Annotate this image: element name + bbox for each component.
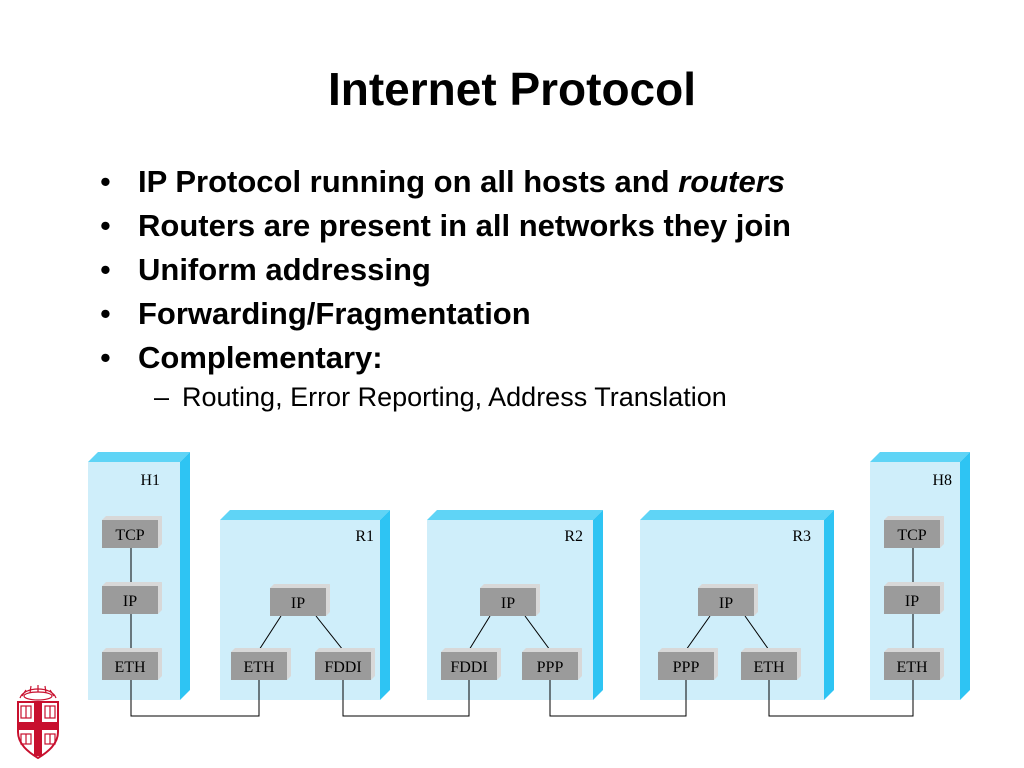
bullet-item: Routers are present in all networks they… — [100, 204, 1000, 248]
protocol-label: IP — [291, 595, 305, 612]
protocol-box-h1-eth: ETH — [102, 648, 162, 680]
protocol-box-h8-ip: IP — [884, 582, 944, 614]
bullet-item: Complementary: — [100, 336, 1000, 380]
protocol-label: IP — [905, 593, 919, 610]
sub-bullet-item: Routing, Error Reporting, Address Transl… — [100, 380, 1000, 414]
protocol-label: IP — [123, 593, 137, 610]
node-label-r1: R1 — [355, 528, 374, 545]
protocol-box-h8-tcp: TCP — [884, 516, 944, 548]
node-label-h8: H8 — [932, 472, 952, 489]
bullet-item: Uniform addressing — [100, 248, 1000, 292]
protocol-label: FDDI — [324, 659, 361, 676]
protocol-label: FDDI — [450, 659, 487, 676]
protocol-box-r2-fddi: FDDI — [441, 648, 501, 680]
protocol-label: PPP — [673, 659, 700, 676]
protocol-box-h1-tcp: TCP — [102, 516, 162, 548]
network-links — [130, 680, 914, 717]
bullet-item: IP Protocol running on all hosts and rou… — [100, 160, 1000, 204]
protocol-label: ETH — [896, 659, 928, 676]
bullet-list: IP Protocol running on all hosts and rou… — [100, 160, 1000, 414]
stack-links — [130, 548, 914, 652]
protocol-label: IP — [501, 595, 515, 612]
protocol-label: PPP — [537, 659, 564, 676]
protocol-label: ETH — [243, 659, 275, 676]
protocol-label: TCP — [897, 527, 926, 544]
protocol-box-r2-ip: IP — [480, 584, 540, 616]
node-label-h1: H1 — [140, 472, 160, 489]
protocol-box-r1-eth: ETH — [231, 648, 291, 680]
protocol-label: ETH — [753, 659, 785, 676]
protocol-box-r3-ip: IP — [698, 584, 758, 616]
node-label-r2: R2 — [564, 528, 583, 545]
protocol-label: IP — [719, 595, 733, 612]
protocol-box-r3-ppp: PPP — [658, 648, 718, 680]
bullet-item: Forwarding/Fragmentation — [100, 292, 1000, 336]
protocol-label: ETH — [114, 659, 146, 676]
protocol-box-r3-eth: ETH — [741, 648, 801, 680]
protocol-box-h1-ip: IP — [102, 582, 162, 614]
protocol-box-r2-ppp: PPP — [522, 648, 582, 680]
protocol-box-r1-ip: IP — [270, 584, 330, 616]
protocol-box-r1-fddi: FDDI — [315, 648, 375, 680]
protocol-label: TCP — [115, 527, 144, 544]
brown-university-shield-icon — [17, 685, 59, 760]
protocol-box-h8-eth: ETH — [884, 648, 944, 680]
node-label-r3: R3 — [792, 528, 811, 545]
slide-title: Internet Protocol — [327, 63, 697, 115]
bullet-emphasis: routers — [678, 164, 786, 199]
